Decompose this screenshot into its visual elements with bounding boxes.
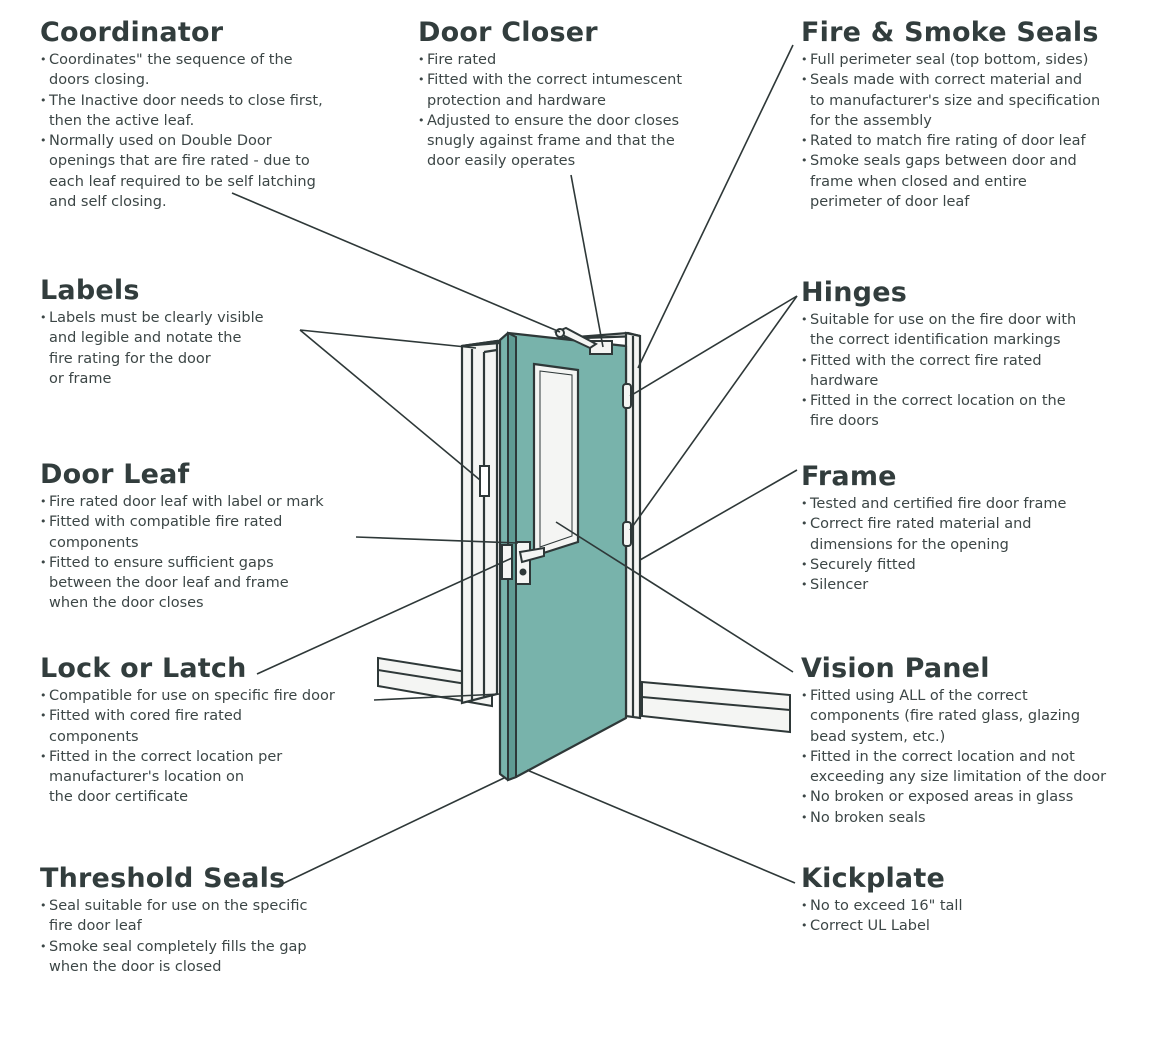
callout-title: Lock or Latch bbox=[40, 653, 247, 684]
callout-title: Hinges bbox=[801, 277, 907, 308]
callout-title: Labels bbox=[40, 275, 140, 306]
callout-bullet: Fitted with the correct intumescent prot… bbox=[418, 70, 682, 111]
callout-bullet: Fire rated door leaf with label or mark bbox=[40, 492, 324, 513]
callout-bullet: Coordinates" the sequence of the doors c… bbox=[40, 50, 323, 91]
callout-bullet: Smoke seals gaps between door and frame … bbox=[801, 151, 1100, 212]
callout-title: Coordinator bbox=[40, 17, 224, 48]
callout-labels: Labels Labels must be clearly visible an… bbox=[40, 276, 264, 389]
frame-label-plate bbox=[479, 465, 490, 497]
callout-bullet: Fitted in the correct location on the fi… bbox=[801, 391, 1076, 432]
callout-bullet: Fitted in the correct location and not e… bbox=[801, 747, 1106, 788]
callout-title: Kickplate bbox=[801, 863, 945, 894]
callout-bullet: Full perimeter seal (top bottom, sides) bbox=[801, 50, 1100, 71]
callout-bullet: Rated to match fire rating of door leaf bbox=[801, 131, 1100, 152]
callout-bullet: Fitted with the correct fire rated hardw… bbox=[801, 351, 1076, 392]
wall-trim-right bbox=[641, 680, 791, 734]
callout-bullet: No to exceed 16" tall bbox=[801, 896, 962, 917]
door-closer-arm bbox=[553, 326, 613, 355]
callout-bullet: Seals made with correct material and to … bbox=[801, 70, 1100, 131]
callout-door-closer: Door Closer Fire rated Fitted with the c… bbox=[418, 18, 682, 172]
callout-door-leaf: Door Leaf Fire rated door leaf with labe… bbox=[40, 460, 324, 614]
callout-fire-smoke-seals: Fire & Smoke Seals Full perimeter seal (… bbox=[801, 18, 1100, 212]
callout-bullet: Securely fitted bbox=[801, 555, 1066, 576]
callout-title: Vision Panel bbox=[801, 653, 990, 684]
callout-bullet: No broken or exposed areas in glass bbox=[801, 787, 1106, 808]
callout-bullet: Correct UL Label bbox=[801, 916, 962, 937]
callout-bullet: Adjusted to ensure the door closes snugl… bbox=[418, 111, 682, 172]
callout-frame: Frame Tested and certified fire door fra… bbox=[801, 461, 1066, 596]
vision-panel-glass bbox=[532, 362, 580, 558]
callout-bullet: Normally used on Double Door openings th… bbox=[40, 131, 323, 212]
callout-bullet: Smoke seal completely fills the gap when… bbox=[40, 937, 307, 978]
callout-bullet: No broken seals bbox=[801, 808, 1106, 829]
callout-bullet: Correct fire rated material and dimensio… bbox=[801, 514, 1066, 555]
callout-threshold-seals: Threshold Seals Seal suitable for use on… bbox=[40, 864, 307, 977]
callout-title: Fire & Smoke Seals bbox=[801, 17, 1099, 48]
callout-title: Door Closer bbox=[418, 17, 598, 48]
leader-lines bbox=[231, 44, 798, 885]
callout-lock-latch: Lock or Latch Compatible for use on spec… bbox=[40, 654, 335, 808]
callout-bullet: Seal suitable for use on the specific fi… bbox=[40, 896, 307, 937]
callout-vision-panel: Vision Panel Fitted using ALL of the cor… bbox=[801, 653, 1106, 829]
callout-bullet: Fitted to ensure sufficient gaps between… bbox=[40, 553, 324, 614]
callout-hinges: Hinges Suitable for use on the fire door… bbox=[801, 278, 1076, 432]
callout-bullet: The Inactive door needs to close first, … bbox=[40, 91, 323, 132]
callout-bullet: Compatible for use on specific fire door bbox=[40, 686, 335, 707]
callout-bullet: Fitted in the correct location per manuf… bbox=[40, 747, 335, 808]
callout-coordinator: Coordinator Coordinates" the sequence of… bbox=[40, 18, 323, 212]
callout-title: Door Leaf bbox=[40, 459, 190, 490]
callout-bullet: Suitable for use on the fire door with t… bbox=[801, 310, 1076, 351]
callout-title: Frame bbox=[801, 461, 897, 492]
callout-bullet: Fitted using ALL of the correct componen… bbox=[801, 686, 1106, 747]
callout-bullet: Fitted with compatible fire rated compon… bbox=[40, 512, 324, 553]
callout-bullet: Fire rated bbox=[418, 50, 682, 71]
callout-bullet: Silencer bbox=[801, 575, 1066, 596]
callout-bullet: Tested and certified fire door frame bbox=[801, 494, 1066, 515]
callout-bullet: Labels must be clearly visible and legib… bbox=[40, 308, 264, 389]
callout-bullet: Fitted with cored fire rated components bbox=[40, 706, 335, 747]
callout-kickplate: Kickplate No to exceed 16" tall Correct … bbox=[801, 864, 962, 937]
callout-title: Threshold Seals bbox=[40, 863, 286, 894]
